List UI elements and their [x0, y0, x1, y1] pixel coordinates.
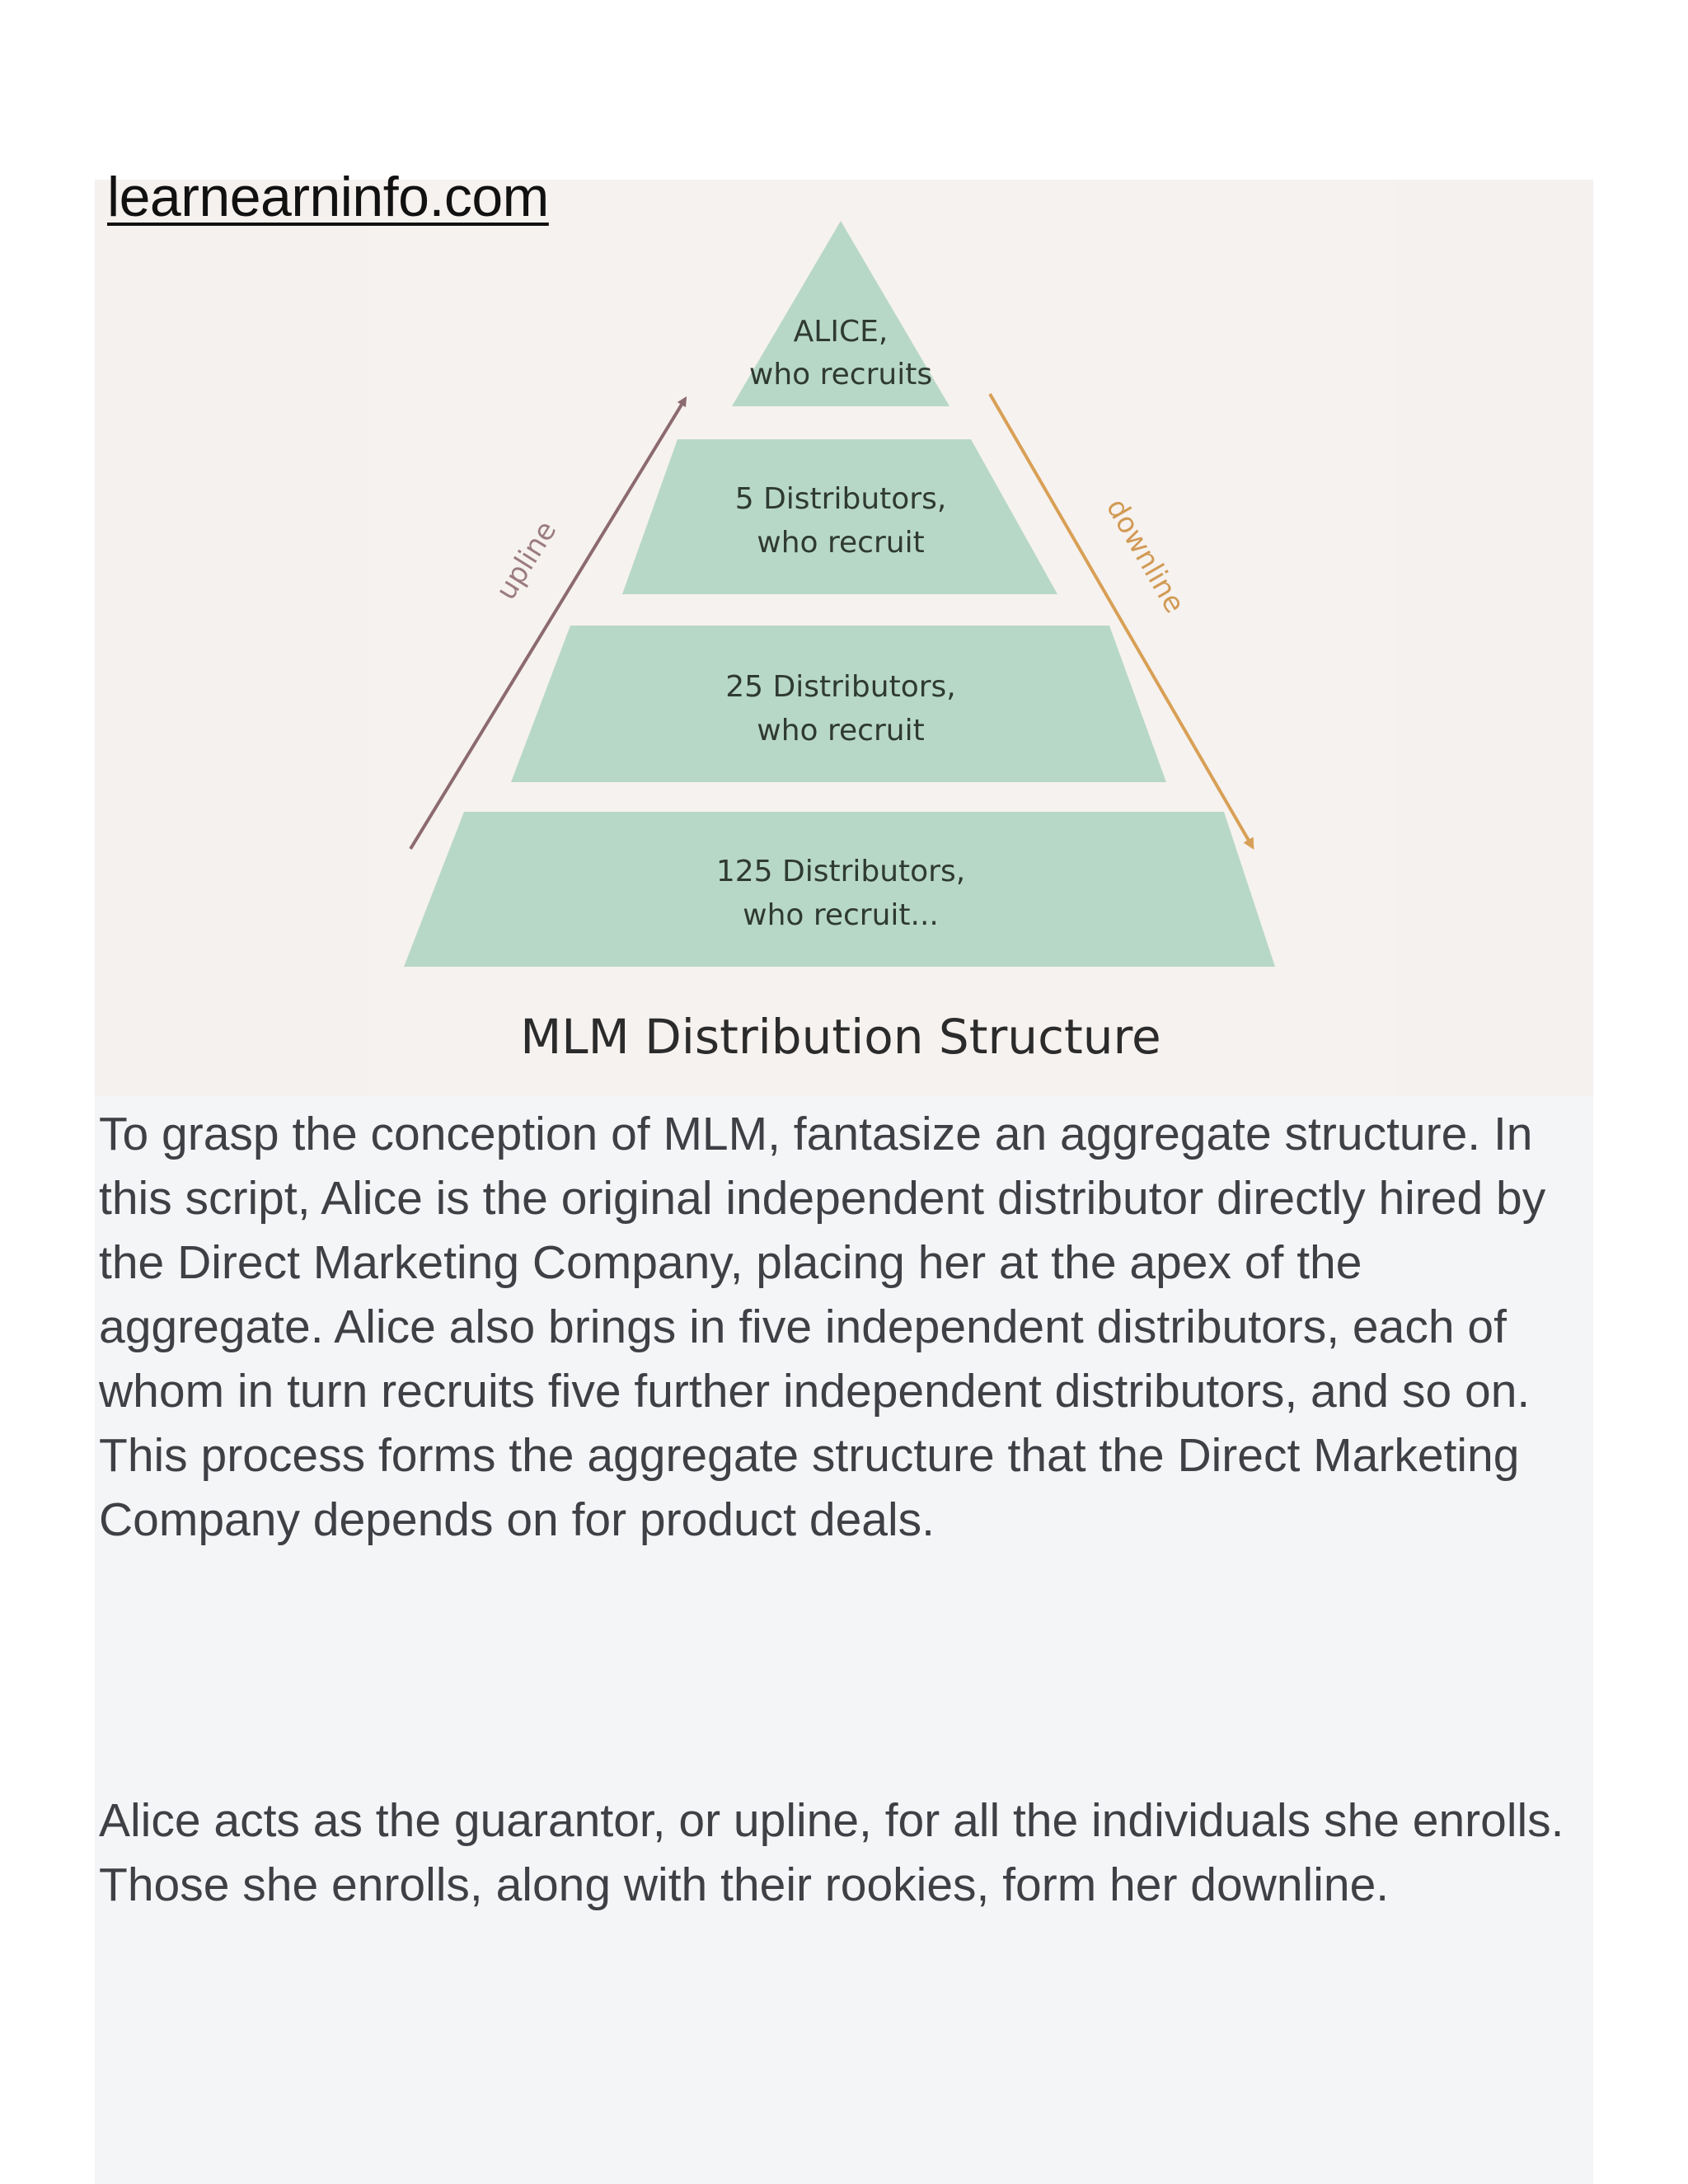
upline-label: upline	[490, 515, 563, 606]
diagram-title: MLM Distribution Structure	[520, 1009, 1160, 1065]
tier-2-label-line2: who recruit	[757, 526, 924, 560]
tier-apex-label-line2: who recruits	[749, 358, 932, 391]
tier-3-label-line2: who recruit	[757, 714, 924, 748]
upline-arrow	[409, 396, 687, 851]
tier-2-shape	[622, 439, 1057, 594]
tier-4-label-line2: who recruit...	[743, 898, 939, 932]
source-label: learnearninfo.com	[107, 166, 549, 228]
tier-4-shape	[404, 812, 1275, 967]
tier-4-label-line1: 125 Distributors,	[716, 855, 965, 888]
mlm-pyramid-diagram: ALICE, who recruits 5 Distributors, who …	[404, 221, 1275, 1065]
paragraph-mlm-structure: To grasp the conception of MLM, fantasiz…	[99, 1108, 1546, 1546]
downline-arrow	[988, 392, 1254, 851]
downline-label: downline	[1100, 493, 1191, 619]
paragraph-upline-downline: Alice acts as the guarantor, or upline, …	[99, 1794, 1564, 1911]
tier-3-label-line1: 25 Distributors,	[725, 670, 955, 704]
tier-apex-shape	[732, 221, 950, 406]
tier-apex-label-line1: ALICE,	[794, 315, 889, 349]
tier-3-shape	[511, 626, 1166, 782]
tier-2-label-line1: 5 Distributors,	[735, 482, 947, 516]
